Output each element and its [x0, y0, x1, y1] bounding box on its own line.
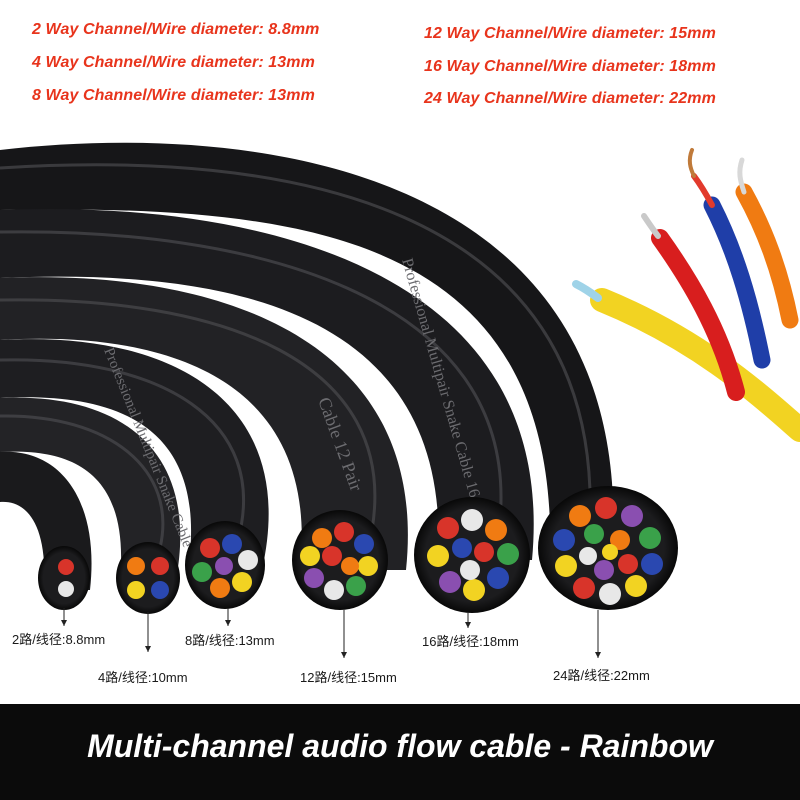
spec-line-2way: 2 Way Channel/Wire diameter: 8.8mm — [32, 21, 320, 38]
spec-line-24way: 24 Way Channel/Wire diameter: 22mm — [424, 90, 716, 107]
jacket-highlights — [0, 163, 592, 549]
cable-end-4way — [116, 542, 180, 614]
caption-8way: 8路/线径:13mm — [185, 633, 275, 648]
cable-end-12way — [292, 510, 388, 610]
caption-4way: 4路/线径:10mm — [98, 670, 188, 685]
cable-end-2way — [38, 546, 90, 610]
banner-title: Multi-channel audio flow cable - Rainbow — [87, 728, 713, 764]
spec-line-4way: 4 Way Channel/Wire diameter: 13mm — [32, 54, 315, 71]
leader-arrows — [61, 620, 601, 658]
spec-line-8way: 8 Way Channel/Wire diameter: 13mm — [32, 87, 315, 104]
spec-line-16way: 16 Way Channel/Wire diameter: 18mm — [424, 58, 716, 75]
caption-2way: 2路/线径:8.8mm — [12, 632, 106, 647]
caption-12way: 12路/线径:15mm — [300, 670, 397, 685]
loose-wires — [572, 148, 800, 442]
caption-24way: 24路/线径:22mm — [553, 668, 650, 683]
title-banner: Multi-channel audio flow cable - Rainbow — [0, 704, 800, 800]
spec-line-12way: 12 Way Channel/Wire diameter: 15mm — [424, 25, 716, 42]
cable-end-16way — [414, 497, 530, 613]
cable-end-24way — [538, 486, 678, 610]
cable-end-8way — [185, 521, 265, 609]
caption-16way: 16路/线径:18mm — [422, 634, 519, 649]
